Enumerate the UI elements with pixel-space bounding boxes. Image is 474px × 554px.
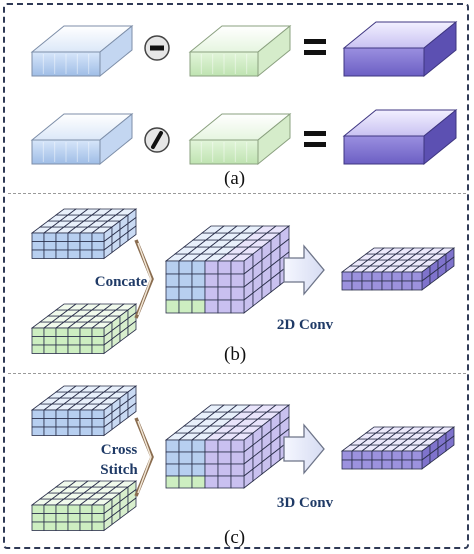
cross-label: Cross [100, 442, 138, 458]
stitch-tensor-c [164, 404, 291, 489]
blue-tensor-b [30, 208, 138, 260]
arrow-right-icon-b [283, 244, 325, 296]
slab-green-a1 [188, 24, 292, 78]
blue-tensor-c [30, 385, 138, 437]
caption-b: (b) [224, 344, 247, 365]
panel-separator-ab [8, 193, 466, 194]
chevron-icon-b [134, 239, 154, 319]
concat-tensor-b [164, 225, 291, 314]
arrow-right-icon-c [283, 423, 325, 475]
slab-purple-a1 [342, 20, 458, 78]
slab-green-a2 [188, 112, 292, 166]
conv3d-label: 3D Conv [276, 495, 334, 511]
minus-circle-icon [144, 35, 170, 61]
caption-c: (c) [224, 527, 246, 548]
caption-a: (a) [224, 168, 246, 189]
concate-label: Concate [94, 274, 148, 290]
figure-frame [3, 3, 469, 549]
green-tensor-c [30, 480, 138, 532]
green-tensor-b [30, 303, 138, 355]
chevron-icon-c [134, 417, 154, 497]
equals-icon-2 [304, 131, 326, 147]
slash-circle-icon [144, 127, 170, 153]
panel-separator-bc [8, 373, 466, 374]
stitch-label: Stitch [100, 462, 138, 478]
conv2d-label: 2D Conv [276, 317, 334, 333]
output-tensor-c [340, 426, 456, 470]
equals-icon-1 [304, 39, 326, 55]
slab-blue-a2 [30, 112, 134, 166]
slab-blue-a1 [30, 24, 134, 78]
slab-purple-a2 [342, 108, 458, 166]
output-tensor-b [340, 247, 456, 291]
